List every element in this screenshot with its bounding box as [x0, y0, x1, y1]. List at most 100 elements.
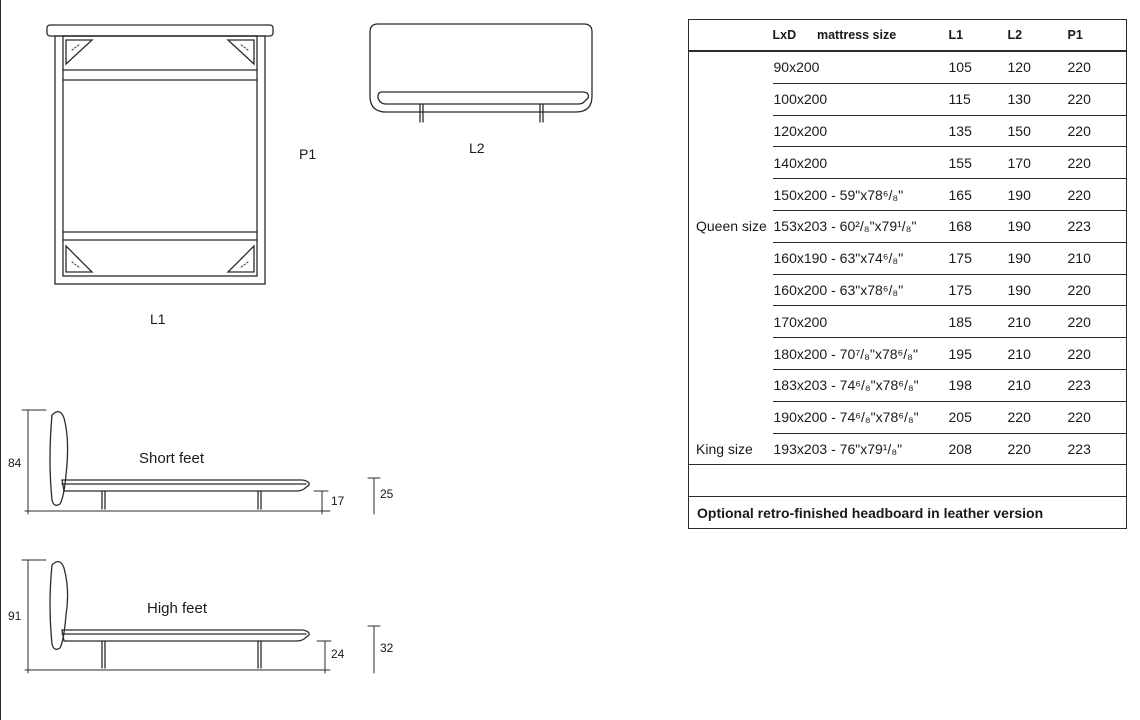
dim-high-frame: 32: [380, 641, 394, 655]
row-p1: 220: [1067, 51, 1127, 84]
row-l2: 190: [1007, 242, 1068, 275]
row-group-label: [689, 274, 773, 306]
row-p1: 220: [1067, 401, 1127, 434]
row-l2: 190: [1007, 210, 1068, 243]
row-l1: 135: [948, 115, 1008, 148]
dim-short-frame: 25: [380, 487, 394, 501]
row-mattress-size: 190x200 - 74⁶/₈"x78⁶/₈": [772, 401, 949, 434]
header-l2: L2: [1007, 19, 1068, 52]
row-l2: 220: [1007, 401, 1068, 434]
row-p1: 220: [1067, 83, 1127, 116]
row-group-label: [689, 179, 773, 211]
row-p1: 210: [1067, 242, 1127, 275]
row-l1: 195: [948, 337, 1008, 370]
row-l1: 208: [948, 433, 1008, 466]
row-l1: 198: [948, 369, 1008, 402]
row-l1: 205: [948, 401, 1008, 434]
row-l1: 168: [948, 210, 1008, 243]
row-group-label: [689, 83, 773, 115]
label-l1: L1: [150, 311, 166, 327]
row-l2: 120: [1007, 51, 1068, 84]
row-mattress-size: 100x200: [772, 83, 949, 116]
headboard-option-note: Optional retro-finished headboard in lea…: [697, 504, 1044, 521]
row-group-label: [689, 401, 773, 433]
row-mattress-size: 90x200: [772, 51, 949, 84]
row-mattress-size: 150x200 - 59"x78⁶/₈": [772, 178, 949, 211]
row-l1: 165: [948, 178, 1008, 211]
row-l2: 190: [1007, 178, 1068, 211]
row-l2: 220: [1007, 433, 1068, 466]
label-p1: P1: [299, 146, 317, 162]
row-p1: 220: [1067, 146, 1127, 180]
bed-top-view: [46, 24, 274, 285]
row-group-label: [689, 115, 773, 147]
row-l1: 105: [948, 51, 1008, 84]
row-l1: 175: [948, 274, 1008, 307]
row-l1: 185: [948, 305, 1008, 339]
header-p1: P1: [1067, 19, 1127, 52]
row-l1: 155: [948, 146, 1008, 180]
row-p1: 220: [1067, 274, 1127, 307]
row-group-label: King size: [688, 433, 773, 466]
row-l2: 210: [1007, 337, 1068, 370]
row-p1: 220: [1067, 178, 1127, 211]
row-mattress-size: 160x200 - 63"x78⁶/₈": [772, 274, 949, 307]
row-mattress-size: 180x200 - 70⁷/₈"x78⁶/₈": [772, 337, 949, 370]
table-note-row: Optional retro-finished headboard in lea…: [689, 497, 1127, 529]
row-mattress-size: 153x203 - 60²/₈"x79¹/₈": [772, 210, 949, 243]
row-l2: 210: [1007, 305, 1068, 339]
row-p1: 223: [1067, 433, 1127, 466]
row-mattress-size: 120x200: [772, 115, 949, 148]
row-mattress-size: 193x203 - 76"x79¹/₈": [772, 433, 949, 466]
row-p1: 220: [1067, 337, 1127, 370]
row-p1: 223: [1067, 210, 1127, 243]
row-group-label: [689, 369, 773, 401]
dim-high-height: 91: [8, 609, 22, 623]
row-p1: 220: [1067, 115, 1127, 148]
row-mattress-size: 183x203 - 74⁶/₈"x78⁶/₈": [772, 369, 949, 402]
row-mattress-size: 140x200: [772, 146, 949, 180]
side-view-high-feet: [21, 559, 381, 674]
row-p1: 223: [1067, 369, 1127, 402]
row-group-label: [689, 242, 773, 274]
table-spacer-row: [688, 464, 1127, 498]
row-group-label: [689, 306, 773, 338]
high-feet-title: High feet: [147, 600, 208, 617]
dim-short-leg: 17: [331, 494, 345, 508]
header-l1: L1: [948, 19, 1008, 52]
row-l2: 130: [1007, 83, 1068, 116]
row-group-label: [689, 147, 773, 179]
row-l2: 190: [1007, 274, 1068, 307]
table-header-row: LxD mattress size L1 L2 P1: [688, 19, 1127, 52]
label-l2: L2: [469, 140, 485, 156]
short-feet-title: Short feet: [139, 450, 205, 467]
header-lxd: LxD: [772, 28, 797, 42]
header-mattress-size: LxD mattress size: [772, 19, 949, 52]
dim-high-leg: 24: [331, 647, 345, 661]
row-l2: 170: [1007, 146, 1068, 180]
row-mattress-size: 170x200: [772, 305, 949, 339]
headboard-front-view: [369, 23, 593, 123]
row-p1: 220: [1067, 305, 1127, 339]
row-group-label: [689, 51, 773, 83]
row-l2: 150: [1007, 115, 1068, 148]
row-l2: 210: [1007, 369, 1068, 402]
row-group-label: [689, 338, 773, 370]
row-group-label: Queen size: [696, 218, 767, 235]
side-view-short-feet: [21, 409, 381, 515]
